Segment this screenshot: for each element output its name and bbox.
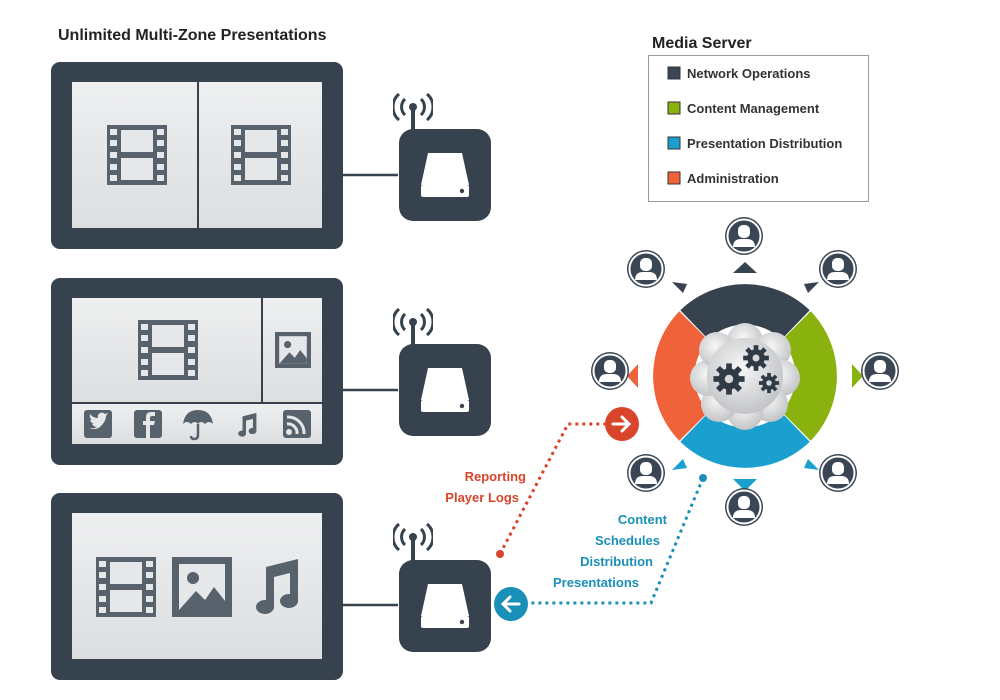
- legend-swatch: [667, 66, 681, 80]
- display-1: [51, 62, 343, 249]
- display-2: [51, 278, 343, 465]
- content-management-segment: [781, 311, 837, 441]
- gear-icon: [743, 345, 769, 371]
- reporting-label-line: Player Logs: [445, 490, 519, 505]
- legend-swatch: [667, 136, 681, 150]
- administration-segment: [653, 311, 709, 441]
- distribution-label-line: Distribution: [580, 554, 653, 569]
- film-icon: [138, 320, 198, 380]
- gear-icon: [713, 363, 745, 395]
- media-player-2: [399, 344, 491, 436]
- media-player-3: [399, 560, 491, 652]
- distribution-flow: [494, 474, 707, 621]
- legend-item-label: Administration: [687, 171, 779, 186]
- legend-box: [648, 55, 869, 202]
- legend-item: Network Operations: [667, 66, 811, 81]
- umbrella-icon: [183, 410, 213, 441]
- presentation-distribution-segment: [680, 412, 810, 468]
- cloud-gears-hub: [690, 323, 800, 430]
- rss-icon: [283, 410, 311, 438]
- distribution-label-line: Schedules: [595, 533, 660, 548]
- network-operations-segment: [680, 284, 810, 340]
- user-avatar-icon: [626, 453, 666, 493]
- gear-icon: [758, 372, 780, 394]
- reporting-label-line: Reporting: [465, 469, 526, 484]
- user-avatar-icon: [860, 351, 900, 391]
- wifi-antenna-icon: [393, 523, 433, 563]
- film-icon: [107, 125, 167, 185]
- wifi-antenna-icon: [393, 93, 433, 133]
- legend-item-label: Content Management: [687, 101, 820, 116]
- legend-item: Content Management: [667, 101, 820, 116]
- image-icon: [275, 332, 311, 368]
- display-connectors: [342, 173, 398, 607]
- media-player-1: [399, 129, 491, 221]
- film-icon: [231, 125, 291, 185]
- legend-title: Media Server: [652, 35, 752, 52]
- legend-swatch: [667, 171, 681, 185]
- legend-item-label: Presentation Distribution: [687, 136, 842, 151]
- wifi-antenna-icon: [393, 308, 433, 348]
- display-3: [51, 493, 343, 680]
- user-avatar-icon: [590, 351, 630, 391]
- distribution-label-line: Presentations: [553, 575, 639, 590]
- facebook-icon: [134, 410, 162, 438]
- reporting-flow: [496, 407, 639, 558]
- image-icon: [172, 557, 232, 617]
- legend-item: Administration: [667, 171, 779, 186]
- twitter-icon: [84, 410, 112, 438]
- legend-item: Presentation Distribution: [667, 136, 842, 151]
- legend-item-label: Network Operations: [687, 66, 811, 81]
- user-avatar-icon: [818, 453, 858, 493]
- user-avatar-icon: [626, 249, 666, 289]
- legend-swatch: [667, 101, 681, 115]
- media-server-legend: Media Server Network Operations Content …: [648, 35, 869, 202]
- user-avatar-icon: [724, 487, 764, 527]
- reporting-label: Reporting Player Logs: [445, 469, 526, 505]
- diagram-title: Unlimited Multi-Zone Presentations: [58, 27, 327, 44]
- user-avatar-icon: [724, 216, 764, 256]
- media-server-ring: [627, 262, 863, 491]
- distribution-label: Content Schedules Distribution Presentat…: [553, 512, 668, 590]
- user-avatar-icon: [818, 249, 858, 289]
- distribution-label-line: Content: [618, 512, 668, 527]
- film-icon: [96, 557, 156, 617]
